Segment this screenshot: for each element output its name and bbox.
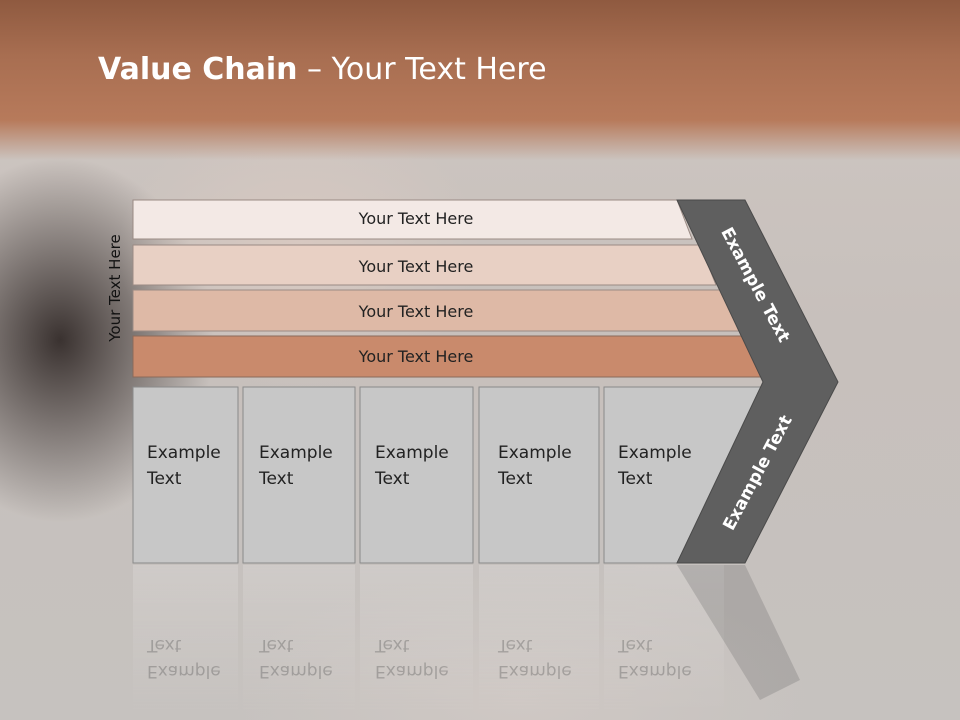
refl-3-line2: Text xyxy=(375,635,410,655)
refl-4-line1: Example xyxy=(498,661,572,681)
refl-1-line1: Example xyxy=(147,661,221,681)
cell-2-line1: Example xyxy=(259,443,333,463)
refl-4-line2: Text xyxy=(498,635,533,655)
row-label-1: Your Text Here xyxy=(358,209,474,228)
refl-2-line2: Text xyxy=(259,635,294,655)
cell-reflection-4: Example Text xyxy=(498,632,572,684)
cell-4-line2: Text xyxy=(498,469,533,489)
refl-3-line1: Example xyxy=(375,661,449,681)
title-bold: Value Chain xyxy=(98,52,298,87)
title-rest: – Your Text Here xyxy=(297,52,547,87)
slide-title: Value Chain – Your Text Here xyxy=(98,52,547,87)
margin-chevron-arrow xyxy=(676,199,839,564)
row-band-1 xyxy=(132,199,693,240)
refl-5-line1: Example xyxy=(618,661,692,681)
activity-cell-2 xyxy=(242,386,356,564)
title-banner xyxy=(0,0,960,160)
cell-1-line1: Example xyxy=(147,443,221,463)
cell-reflection-1: Example Text xyxy=(147,632,221,684)
row-label-4: Your Text Here xyxy=(358,347,474,366)
cell-reflection-3: Example Text xyxy=(375,632,449,684)
cell-5-line1: Example xyxy=(618,443,692,463)
refl-5-line2: Text xyxy=(618,635,653,655)
cell-1-line2: Text xyxy=(147,469,182,489)
cell-3-line1: Example xyxy=(375,443,449,463)
row-label-3: Your Text Here xyxy=(358,302,474,321)
cell-reflection-5: Example Text xyxy=(618,632,692,684)
cell-2-line2: Text xyxy=(259,469,294,489)
cells-reflection xyxy=(133,565,724,715)
row-label-2: Your Text Here xyxy=(358,257,474,276)
cell-reflection-2: Example Text xyxy=(259,632,333,684)
activity-cell-1 xyxy=(132,386,239,564)
cell-4-line1: Example xyxy=(498,443,572,463)
activity-cell-4 xyxy=(478,386,600,564)
cell-5-line2: Text xyxy=(618,469,653,489)
refl-2-line1: Example xyxy=(259,661,333,681)
refl-1-line2: Text xyxy=(147,635,182,655)
row-band-2 xyxy=(132,244,717,286)
cell-3-line2: Text xyxy=(375,469,410,489)
activity-cell-3 xyxy=(359,386,474,564)
chevron-reflection xyxy=(677,565,800,700)
